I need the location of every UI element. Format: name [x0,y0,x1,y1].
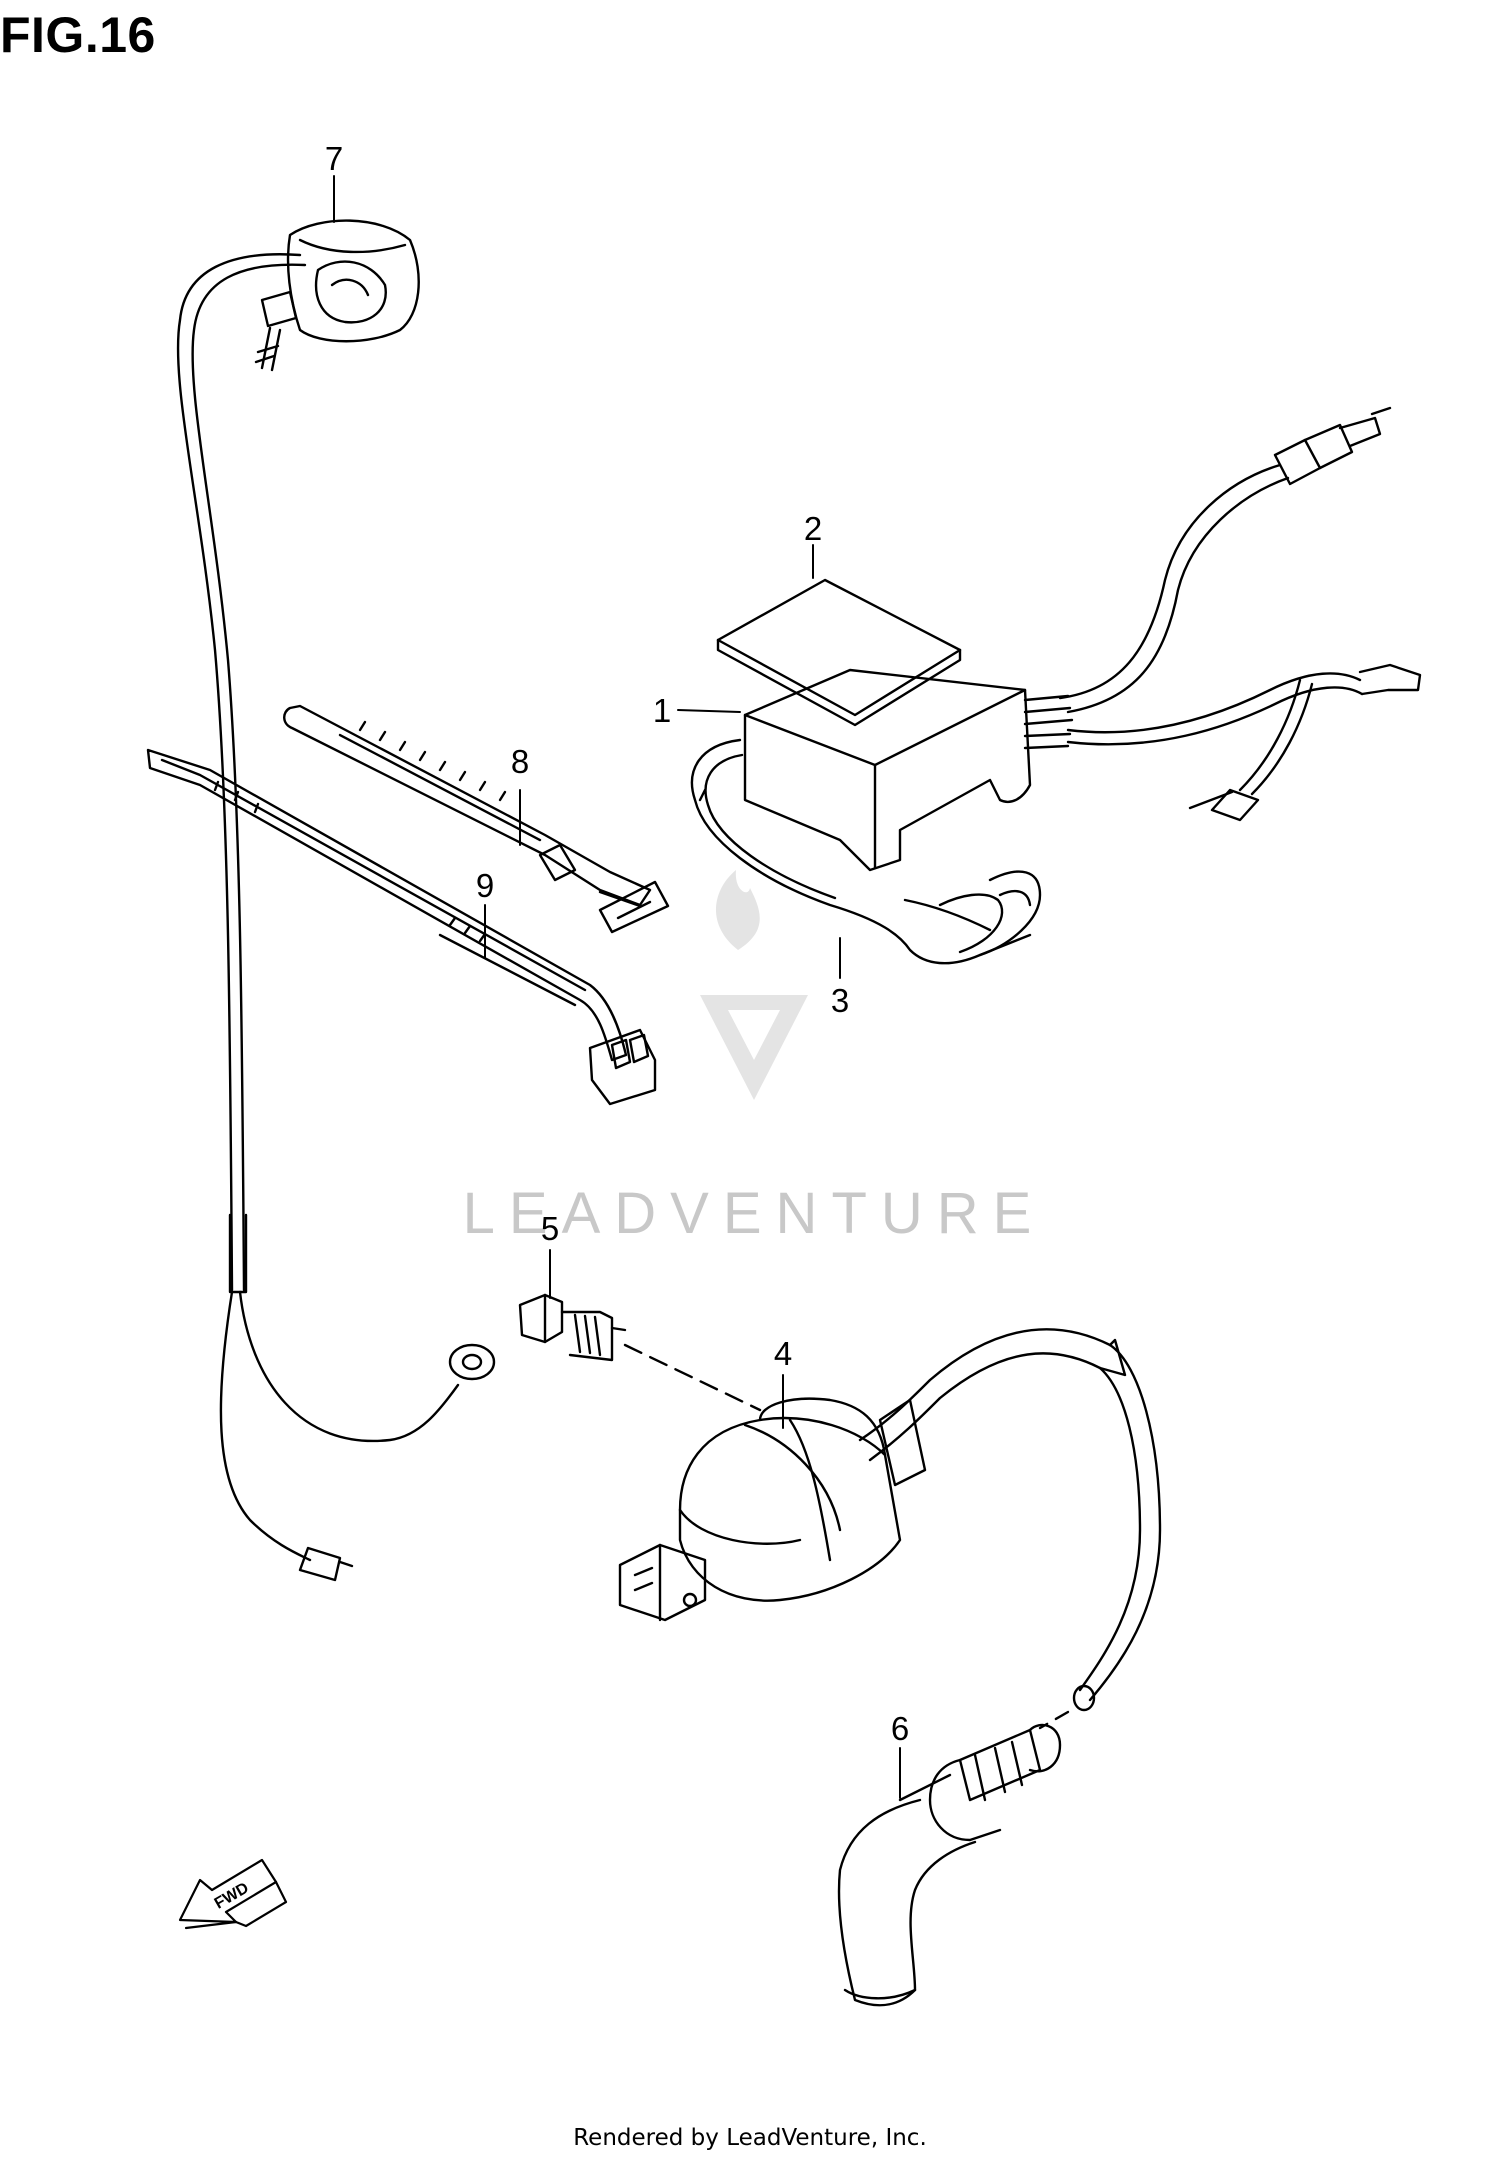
callout-1: 1 [653,692,671,729]
watermark-v-logo-icon [700,995,808,1100]
assembly-dashed-line [623,1343,762,1412]
part-9-wire-clamp[interactable] [146,748,657,1106]
callout-8: 8 [511,743,529,780]
part-3-rubber-band[interactable] [690,738,1042,965]
part-8-cable-tie[interactable] [283,704,670,934]
part-6-spark-plug-cap[interactable] [837,1723,1062,2007]
part-2-cdi-pad[interactable] [716,578,962,727]
part-7-pulser-harness[interactable] [176,219,496,1582]
callout-4: 4 [774,1335,792,1372]
callout-5: 5 [541,1210,559,1247]
part-1-cdi-unit[interactable] [743,406,1422,872]
callout-9: 9 [476,867,494,904]
watermark-flame-icon [715,870,760,950]
part-4-ignition-coil[interactable] [618,1328,1162,1712]
callout-3: 3 [831,982,849,1019]
figure-title: FIG.16 [0,7,156,63]
callout-2: 2 [804,510,822,547]
callout-leaders [333,175,901,1799]
footer-credit: Rendered by LeadVenture, Inc. [573,2125,927,2151]
fwd-direction-arrow: FWD [178,1858,288,1930]
callout-6: 6 [891,1710,909,1747]
watermark: LEADVENTURE [463,870,1046,1246]
part-5-bolt[interactable] [518,1293,627,1362]
callout-7: 7 [325,140,343,177]
watermark-text: LEADVENTURE [463,1181,1046,1246]
